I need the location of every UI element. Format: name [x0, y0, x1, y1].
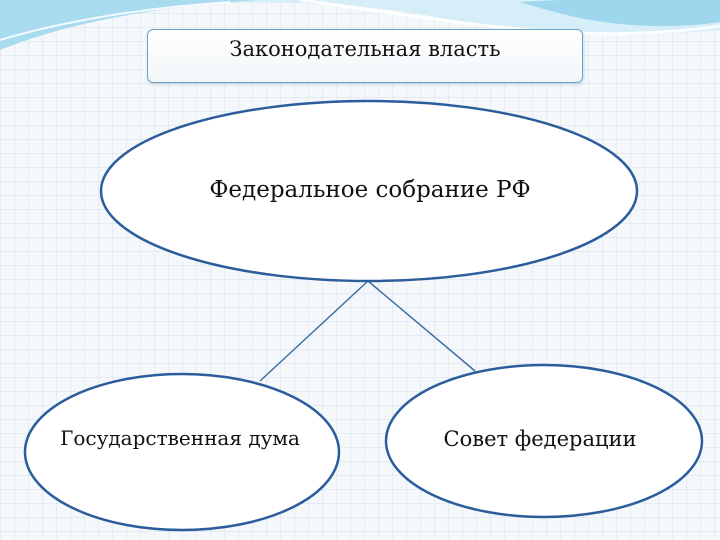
state-duma-ellipse [23, 372, 341, 532]
swoosh-band-light [0, 0, 720, 48]
federal-assembly-ellipse [99, 99, 639, 283]
swoosh-band-right [520, 0, 720, 27]
diagram-title: Законодательная власть [229, 37, 501, 61]
state-duma-label: Государственная дума [60, 426, 300, 450]
federation-council-ellipse [384, 363, 704, 519]
connector-to-duma [259, 280, 369, 382]
title-box: Законодательная власть [147, 29, 583, 83]
federal-assembly-label: Федеральное собрание РФ [209, 177, 531, 203]
connector-to-council [367, 280, 476, 372]
swoosh-band-mid [0, 0, 260, 50]
swoosh-line-2 [0, 1, 231, 41]
federation-council-label: Совет федерации [443, 427, 637, 451]
